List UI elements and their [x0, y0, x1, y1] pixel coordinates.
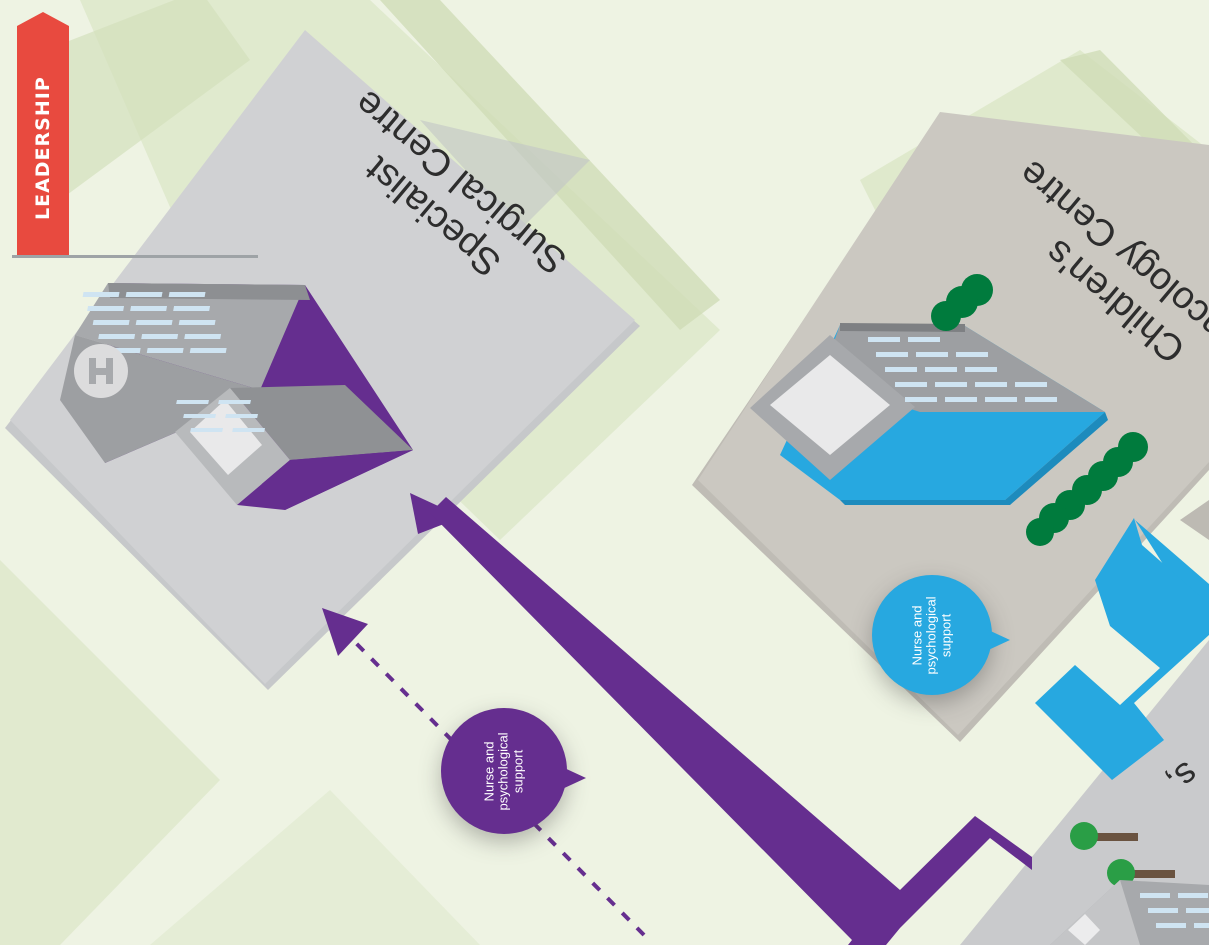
support-bubble-purple-tail: [560, 766, 586, 790]
support-bubble-purple: Nurse and psychological support: [441, 708, 567, 834]
surgical-building: [60, 283, 413, 510]
oncology-building: [750, 323, 1108, 505]
blue-route-arrow: [1035, 518, 1209, 780]
purple-route-arrow: [410, 493, 1032, 945]
support-bubble-purple-text: Nurse and psychological support: [481, 731, 526, 811]
hospital-h-icon: [74, 344, 128, 398]
support-bubble-blue: Nurse and psychological support: [872, 575, 992, 695]
trees: [931, 274, 1148, 546]
third-building: [1050, 880, 1209, 945]
third-centre-plaza: [960, 640, 1209, 945]
small-trees: [1070, 822, 1175, 887]
support-bubble-blue-tail: [984, 628, 1010, 652]
support-bubble-blue-text: Nurse and psychological support: [909, 595, 954, 675]
section-tab-label: LEADERSHIP: [32, 76, 54, 220]
section-divider: [12, 255, 258, 258]
section-tab: LEADERSHIP: [17, 12, 69, 258]
